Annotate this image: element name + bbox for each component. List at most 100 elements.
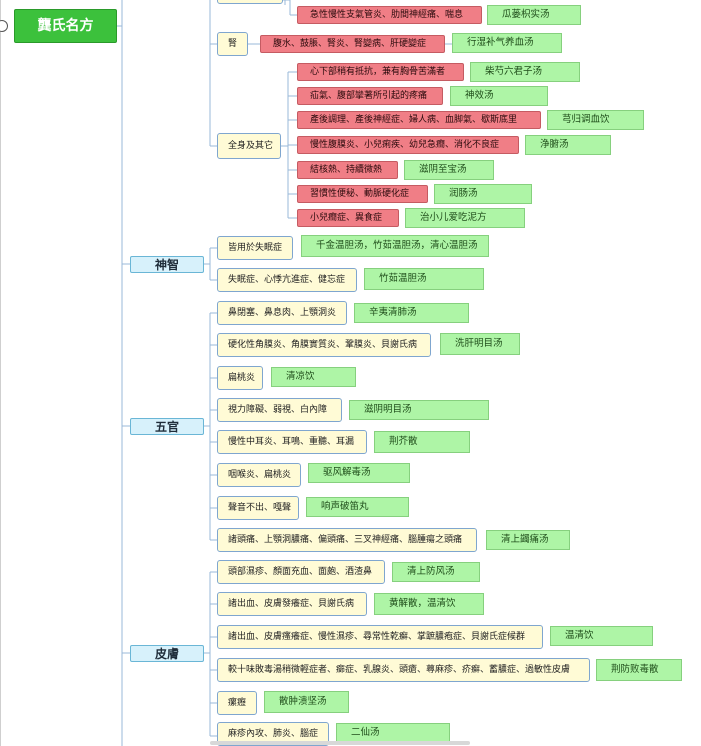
symptom-node[interactable]: 咽喉炎、扁桃炎: [217, 463, 301, 487]
symptom-label: 諸出血、皮膚發癢症、貝謝氏病: [228, 598, 355, 609]
remedy-label: 滋阴明目汤: [364, 404, 412, 416]
remedy-label: 洗肝明目汤: [455, 338, 503, 350]
remedy-label: 滋阴至宝汤: [419, 164, 467, 176]
category-shenzhi[interactable]: 神智: [130, 256, 204, 273]
remedy-node[interactable]: 瓜蒌枳实汤: [487, 5, 581, 25]
condition-node[interactable]: 腹水、鼓脹、腎炎、腎變病、肝硬變症: [260, 35, 445, 53]
remedy-node[interactable]: 竹茹温胆汤: [364, 268, 484, 290]
remedy-node[interactable]: 清上蠲痛汤: [486, 530, 570, 550]
category-label: 五官: [154, 419, 179, 434]
symptom-label: 咽喉炎、扁桃炎: [228, 469, 292, 480]
condition-node[interactable]: 產後調理、產後神經症、婦人病、血脚氣、歇斯底里: [297, 111, 541, 129]
condition-label: 腹水、鼓脹、腎炎、腎變病、肝硬變症: [273, 38, 427, 49]
remedy-label: 竹茹温胆汤: [379, 273, 427, 285]
remedy-node[interactable]: 温清饮: [550, 626, 653, 646]
condition-node[interactable]: 慢性腹膜炎、小兒痢疾、幼兒急癇、消化不良症: [297, 136, 519, 154]
remedy-label: 润肠汤: [449, 188, 478, 200]
remedy-label: 行湿补气养血汤: [467, 37, 534, 49]
remedy-node[interactable]: 响声破笛丸: [306, 497, 409, 517]
remedy-label: 治小儿爱吃泥方: [420, 212, 487, 224]
system-label: 全身及其它: [228, 140, 274, 151]
remedy-node[interactable]: 清上防风汤: [392, 562, 480, 582]
system-node-whole-body[interactable]: 全身及其它: [217, 133, 281, 159]
remedy-node[interactable]: 散肿溃坚汤: [264, 691, 349, 713]
condition-node[interactable]: 疝氣、腹部攣著所引起的疼痛: [297, 87, 443, 105]
remedy-node[interactable]: 千金温胆汤，竹茹温胆汤，清心温胆汤: [301, 235, 489, 257]
symptom-node[interactable]: 慢性中耳炎、耳鳴、重聽、耳漏: [217, 430, 367, 454]
category-pifu[interactable]: 皮膚: [130, 645, 204, 662]
left-divider: [0, 0, 1, 746]
symptom-label: 皆用於失眠症: [228, 242, 283, 253]
remedy-node[interactable]: 荆芥散: [374, 431, 470, 453]
system-label: 腎: [228, 38, 238, 49]
condition-node[interactable]: 急性慢性支氣管炎、肋間神經痛、喘息: [297, 6, 482, 24]
remedy-node[interactable]: 辛夷清肺汤: [354, 303, 469, 323]
symptom-node[interactable]: 硬化性角膜炎、角膜實質炎、鞏膜炎、貝謝氏病: [217, 333, 431, 357]
remedy-label: 荆芥散: [389, 436, 418, 448]
symptom-node[interactable]: 皆用於失眠症: [217, 236, 293, 260]
remedy-label: 温清饮: [565, 630, 594, 642]
remedy-label: 二仙汤: [351, 727, 380, 739]
horizontal-scrollbar[interactable]: [210, 741, 470, 745]
remedy-label: 散肿溃坚汤: [279, 696, 327, 708]
symptom-label: 諸出血、皮膚瘙癢症、慢性濕疹、尋常性乾癬、掌蹠膿疱症、貝謝氏症候群: [228, 631, 526, 642]
remedy-label: 瓜蒌枳实汤: [502, 9, 550, 21]
remedy-label: 荆防败毒散: [611, 664, 659, 676]
root-node[interactable]: 龔氏名方: [14, 9, 117, 43]
condition-label: 小兒癇症、異食症: [310, 212, 383, 223]
remedy-node[interactable]: 芎归调血饮: [547, 110, 644, 130]
remedy-node[interactable]: 荆防败毒散: [596, 659, 682, 681]
condition-label: 習慣性便秘、動脈硬化症: [310, 188, 410, 199]
remedy-node[interactable]: 行湿补气养血汤: [452, 33, 562, 53]
symptom-node[interactable]: 視力障礙、弱視、白內障: [217, 398, 342, 422]
remedy-node[interactable]: 滋阴明目汤: [349, 400, 489, 420]
condition-label: 疝氣、腹部攣著所引起的疼痛: [310, 90, 428, 101]
symptom-label: 聲音不出、嘎聲: [228, 502, 292, 513]
symptom-label: 視力障礙、弱視、白內障: [228, 404, 328, 415]
remedy-node[interactable]: 润肠汤: [434, 184, 532, 204]
remedy-node[interactable]: 洗肝明目汤: [440, 333, 520, 355]
symptom-label: 扁桃炎: [228, 372, 256, 383]
symptom-node[interactable]: 諸出血、皮膚發癢症、貝謝氏病: [217, 592, 367, 616]
symptom-node[interactable]: 諸頭痛、上顎洞膿痛、偏頭痛、三叉神經痛、腦腫瘍之頭痛: [217, 528, 477, 552]
symptom-node[interactable]: 較十味敗毒湯稍微輕症者、癤症、乳腺炎、頭瘡、蕁麻疹、疥癬、蓄膿症、過敏性皮膚: [217, 658, 590, 682]
symptom-node[interactable]: 諸出血、皮膚瘙癢症、慢性濕疹、尋常性乾癬、掌蹠膿疱症、貝謝氏症候群: [217, 625, 543, 649]
remedy-node[interactable]: 柴芍六君子汤: [470, 62, 580, 82]
symptom-node[interactable]: 失眠症、心悸亢進症、健忘症: [217, 268, 357, 292]
remedy-node[interactable]: 黄解散，温清饮: [374, 593, 484, 615]
symptom-label: 失眠症、心悸亢進症、健忘症: [228, 274, 346, 285]
symptom-label: 麻疹內攻、肺炎、腦症: [228, 728, 319, 739]
symptom-node[interactable]: 瘰癧: [217, 691, 257, 715]
symptom-label: 頭部濕疹、顏面充血、面皰、酒渣鼻: [228, 566, 373, 577]
symptom-label: 慢性中耳炎、耳鳴、重聽、耳漏: [228, 436, 355, 447]
system-node-kidney[interactable]: 腎: [217, 32, 248, 56]
condition-node[interactable]: 結核熱、持續微熱: [297, 161, 398, 179]
condition-node[interactable]: 心下部稍有抵抗，兼有胸骨苦滿者: [297, 63, 464, 81]
remedy-label: 辛夷清肺汤: [369, 307, 417, 319]
symptom-node[interactable]: 頭部濕疹、顏面充血、面皰、酒渣鼻: [217, 560, 385, 584]
remedy-node[interactable]: 驱风解毒汤: [308, 463, 410, 483]
remedy-node[interactable]: 治小儿爱吃泥方: [405, 208, 525, 228]
remedy-label: 浄腑汤: [540, 139, 569, 151]
category-wuguan[interactable]: 五官: [130, 418, 204, 435]
symptom-label: 鼻閉塞、鼻息肉、上顎洞炎: [228, 307, 337, 318]
symptom-node[interactable]: 扁桃炎: [217, 366, 263, 390]
remedy-node[interactable]: 浄腑汤: [525, 135, 611, 155]
condition-node[interactable]: 習慣性便秘、動脈硬化症: [297, 185, 428, 203]
remedy-node[interactable]: 二仙汤: [336, 723, 450, 743]
partial-top-box[interactable]: [217, 0, 283, 4]
remedy-label: 清上蠲痛汤: [501, 534, 549, 546]
symptom-label: 瘰癧: [228, 697, 247, 708]
remedy-node[interactable]: 神效汤: [450, 86, 548, 106]
collapse-toggle-icon[interactable]: [0, 20, 8, 32]
symptom-node[interactable]: 聲音不出、嘎聲: [217, 496, 299, 520]
remedy-node[interactable]: 滋阴至宝汤: [404, 160, 494, 180]
condition-label: 心下部稍有抵抗，兼有胸骨苦滿者: [310, 66, 446, 77]
symptom-node[interactable]: 鼻閉塞、鼻息肉、上顎洞炎: [217, 301, 347, 325]
condition-node[interactable]: 小兒癇症、異食症: [297, 209, 399, 227]
remedy-node[interactable]: 清凉饮: [271, 367, 356, 387]
symptom-label: 諸頭痛、上顎洞膿痛、偏頭痛、三叉神經痛、腦腫瘍之頭痛: [228, 534, 463, 545]
remedy-label: 千金温胆汤，竹茹温胆汤，清心温胆汤: [316, 240, 478, 252]
remedy-label: 驱风解毒汤: [323, 467, 371, 479]
